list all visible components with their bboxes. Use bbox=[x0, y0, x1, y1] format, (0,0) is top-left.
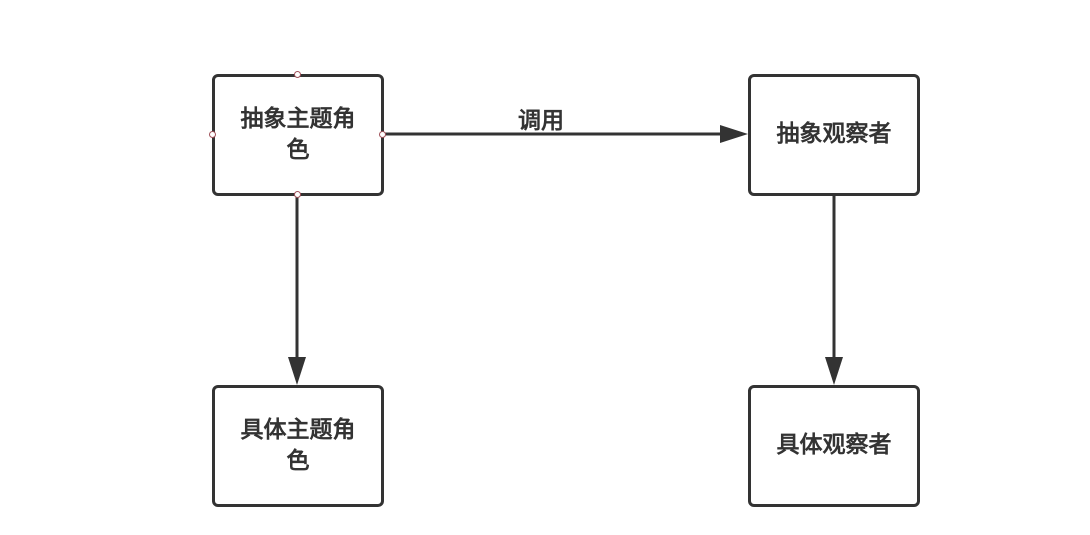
node-label: 具体主题角色 bbox=[240, 416, 356, 474]
arrowhead-icon bbox=[288, 357, 306, 385]
node-concrete-subject[interactable]: 具体主题角色 bbox=[212, 385, 384, 507]
arrowhead-icon bbox=[825, 357, 843, 385]
resize-handle-right[interactable] bbox=[379, 131, 386, 138]
node-label: 抽象观察者 bbox=[776, 121, 892, 148]
edge-abstract-subject-to-abstract-observer[interactable] bbox=[382, 125, 748, 143]
node-abstract-subject[interactable]: 抽象主题角色 bbox=[212, 74, 384, 196]
edge-abstract-observer-to-concrete-observer[interactable] bbox=[825, 194, 843, 385]
resize-handle-left[interactable] bbox=[209, 131, 216, 138]
node-label: 抽象主题角色 bbox=[240, 105, 356, 163]
resize-handle-bottom[interactable] bbox=[294, 191, 301, 198]
node-abstract-observer[interactable]: 抽象观察者 bbox=[748, 74, 920, 196]
resize-handle-top[interactable] bbox=[294, 71, 301, 78]
node-concrete-observer[interactable]: 具体观察者 bbox=[748, 385, 920, 507]
arrowhead-icon bbox=[720, 125, 748, 143]
edge-abstract-subject-to-concrete-subject[interactable] bbox=[288, 194, 306, 385]
edge-label-call: 调用 bbox=[518, 108, 564, 134]
node-label: 具体观察者 bbox=[776, 432, 892, 459]
